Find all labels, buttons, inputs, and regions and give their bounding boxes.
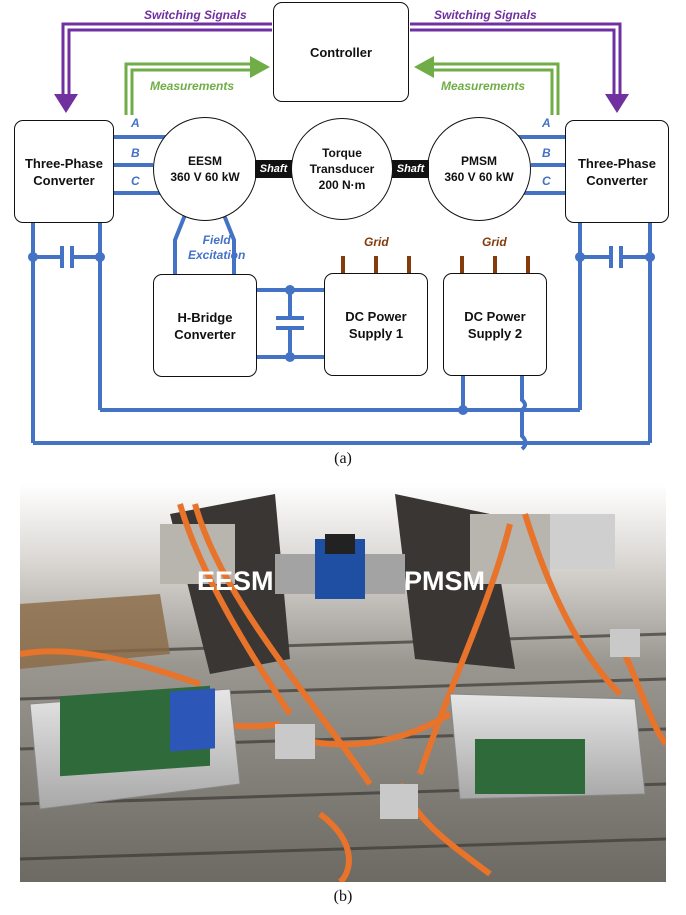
caption-a: (a) <box>0 450 686 468</box>
grid-label-2: Grid <box>482 235 507 249</box>
dc-power-supply-2: DC Power Supply 2 <box>443 273 547 376</box>
switching-signals-label-right: Switching Signals <box>434 8 537 22</box>
measurements-label-right: Measurements <box>441 79 525 93</box>
three-phase-converter-left: Three-Phase Converter <box>14 120 114 223</box>
measurements-label-left: Measurements <box>150 79 234 93</box>
measurement-arrowhead-left <box>250 56 270 78</box>
three-phase-converter-right: Three-Phase Converter <box>565 120 669 223</box>
shaft-label-left: Shaft <box>255 160 292 178</box>
grid-label-1: Grid <box>364 235 389 249</box>
switching-arrowhead-left <box>54 94 78 113</box>
phase-b-left: B <box>131 146 140 160</box>
photo-label-eesm: EESM <box>197 566 274 597</box>
torque-transducer: Torque Transducer 200 N·m <box>291 118 393 220</box>
test-bench-photo: EESM PMSM <box>20 484 666 882</box>
caption-b: (b) <box>0 888 686 906</box>
phase-b-right: B <box>542 146 551 160</box>
measurement-arrowhead-right <box>414 56 434 78</box>
eesm-machine: EESM 360 V 60 kW <box>153 117 257 221</box>
controller-block: Controller <box>273 2 409 102</box>
pmsm-machine: PMSM 360 V 60 kW <box>427 117 531 221</box>
shaft-label-right: Shaft <box>392 160 429 178</box>
dc-power-supply-1: DC Power Supply 1 <box>324 273 428 376</box>
photo-label-pmsm: PMSM <box>404 566 485 597</box>
field-excitation-label: Field Excitation <box>188 233 245 263</box>
photo-illustration <box>20 484 666 882</box>
grid-terminals <box>343 256 528 273</box>
h-bridge-converter: H-Bridge Converter <box>153 274 257 377</box>
phase-a-right: A <box>542 116 551 130</box>
phase-a-left: A <box>131 116 140 130</box>
switching-signals-label-left: Switching Signals <box>144 8 247 22</box>
phase-c-right: C <box>542 174 551 188</box>
phase-c-left: C <box>131 174 140 188</box>
switching-arrowhead-right <box>605 94 629 113</box>
